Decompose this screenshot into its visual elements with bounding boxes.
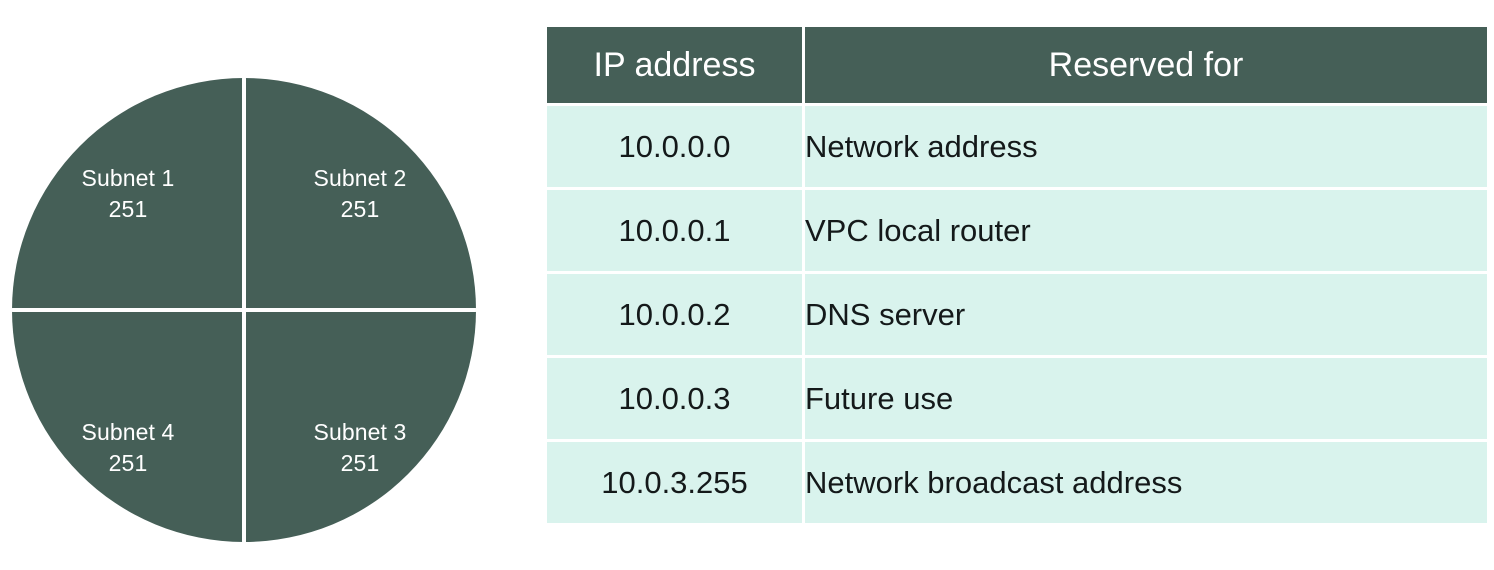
quadrant-subnet-3-label: Subnet 3 xyxy=(313,419,407,446)
table-header-row: IP address Reserved for xyxy=(547,27,1487,106)
quadrant-subnet-1-count: 251 xyxy=(108,196,148,222)
cell-ip-address: 10.0.0.3 xyxy=(547,358,805,442)
quadrant-subnet-3: Subnet 3 251 xyxy=(244,310,476,542)
cell-ip-address: 10.0.3.255 xyxy=(547,442,805,523)
cell-reserved-for: Network address xyxy=(805,106,1487,190)
table-row: 10.0.0.2 DNS server xyxy=(547,274,1487,358)
subnet-circle-disc: Subnet 1 251 Subnet 2 251 Subnet 4 251 S… xyxy=(12,78,476,542)
table-header: IP address Reserved for xyxy=(547,27,1487,106)
quadrant-subnet-2-label: Subnet 2 xyxy=(313,165,407,192)
quadrant-subnet-4-label: Subnet 4 xyxy=(81,419,175,446)
cell-ip-address: 10.0.0.1 xyxy=(547,190,805,274)
reserved-ip-table: IP address Reserved for 10.0.0.0 Network… xyxy=(547,27,1487,523)
table-row: 10.0.0.1 VPC local router xyxy=(547,190,1487,274)
cell-reserved-for: Future use xyxy=(805,358,1487,442)
circle-horizontal-divider xyxy=(12,308,476,312)
subnet-circle-figure: Subnet 1 251 Subnet 2 251 Subnet 4 251 S… xyxy=(12,78,476,542)
table-row: 10.0.3.255 Network broadcast address xyxy=(547,442,1487,523)
table-row: 10.0.0.0 Network address xyxy=(547,106,1487,190)
cell-reserved-for: Network broadcast address xyxy=(805,442,1487,523)
quadrant-subnet-1: Subnet 1 251 xyxy=(12,78,244,332)
quadrant-subnet-2-count: 251 xyxy=(340,196,380,222)
cell-reserved-for: DNS server xyxy=(805,274,1487,358)
quadrant-subnet-1-label: Subnet 1 xyxy=(81,165,175,192)
column-header-ip-address: IP address xyxy=(547,27,805,106)
table-body: 10.0.0.0 Network address 10.0.0.1 VPC lo… xyxy=(547,106,1487,523)
quadrant-subnet-4-count: 251 xyxy=(108,450,148,476)
cell-ip-address: 10.0.0.0 xyxy=(547,106,805,190)
quadrant-subnet-3-count: 251 xyxy=(340,450,380,476)
cell-reserved-for: VPC local router xyxy=(805,190,1487,274)
quadrant-subnet-2: Subnet 2 251 xyxy=(244,78,476,332)
quadrant-subnet-4: Subnet 4 251 xyxy=(12,310,244,542)
table-row: 10.0.0.3 Future use xyxy=(547,358,1487,442)
column-header-reserved-for: Reserved for xyxy=(805,27,1487,106)
cell-ip-address: 10.0.0.2 xyxy=(547,274,805,358)
